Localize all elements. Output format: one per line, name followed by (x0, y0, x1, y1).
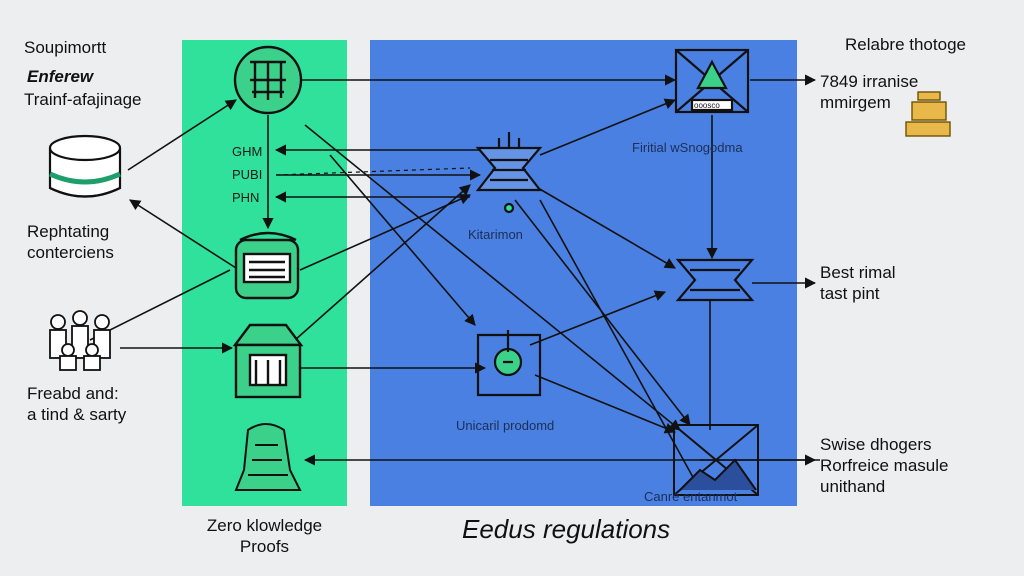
database-icon (48, 134, 122, 198)
blue-caption-top-right: Firitial wSnogodma (632, 140, 743, 155)
right-label-top-title: Relabre thotoge (845, 35, 966, 54)
right-label-bottom-3: unithand (820, 477, 886, 496)
right-label-top-2: mmirgem (820, 93, 891, 112)
right-label-mid-1: Best rimal (820, 263, 896, 282)
shield-brain-icon (233, 45, 303, 115)
blue-caption-lower: Unicaril prodomd (456, 418, 555, 433)
arrow-vault-to-hub (299, 193, 472, 271)
blue-panel (370, 40, 797, 506)
arrow-shield-to-blue-corner (304, 124, 681, 431)
tag-pubi: PUBI (232, 167, 263, 182)
arrow-vault-to-db (129, 199, 237, 269)
arrow-hub-to-box (539, 98, 677, 156)
right-label-mid-2: tast pint (820, 284, 880, 303)
tag-ghm: GHM (232, 144, 263, 159)
right-label-top-1: 7849 irranise (820, 72, 919, 91)
arrow-vault-to-people (89, 269, 231, 341)
arrow-lower-node-to-funnel (529, 290, 667, 346)
left-label-top-2: Enferew (27, 67, 94, 86)
box-inner-text: ooosco (694, 101, 720, 110)
lower-node-icon (476, 330, 542, 397)
left-label-mid-1: Rephtating (27, 222, 110, 241)
vault-icon (234, 231, 300, 300)
arrow-hub-to-funnel (537, 187, 676, 269)
hub-icon (475, 132, 543, 214)
right-label-bottom-1: Swise dhogers (820, 435, 932, 454)
left-label-bottom-2: a tind & sarty (27, 405, 127, 424)
server-icon (232, 323, 304, 399)
top-right-box-icon (674, 48, 750, 114)
diagram-title: Eedus regulations (462, 514, 671, 544)
blue-caption-mid: Kitarimon (468, 227, 523, 242)
left-label-top-3: Trainf-afajinage (24, 90, 142, 109)
arrow-lower-node-to-cloud-corner (539, 199, 701, 491)
left-label-bottom-1: Freabd and: (27, 384, 119, 403)
right-label-bottom-2: Rorfreice masule (820, 456, 949, 475)
tag-phn: PHN (232, 190, 260, 205)
green-caption-1: Zero klowledge (206, 516, 323, 535)
arrow-server-to-hub (294, 184, 471, 341)
trophy-icon (905, 91, 951, 137)
connector-lines (89, 74, 820, 491)
arrow-shield-to-lower-node (329, 154, 476, 326)
mountain-box-icon (673, 424, 759, 496)
left-label-mid-2: contercien​s (27, 243, 114, 262)
people-group-icon (49, 310, 111, 371)
left-label-top-1: Soupimortt (24, 38, 107, 57)
arrow-lower-node-to-cloud (534, 374, 677, 434)
arrow-db-to-shield (127, 99, 237, 171)
funnel-icon (675, 258, 755, 302)
green-caption-2: Proofs (239, 537, 290, 556)
dashed-lines (275, 167, 471, 176)
figure-icon (234, 423, 302, 491)
blue-caption-bottom: Canré entanmot (644, 489, 738, 504)
